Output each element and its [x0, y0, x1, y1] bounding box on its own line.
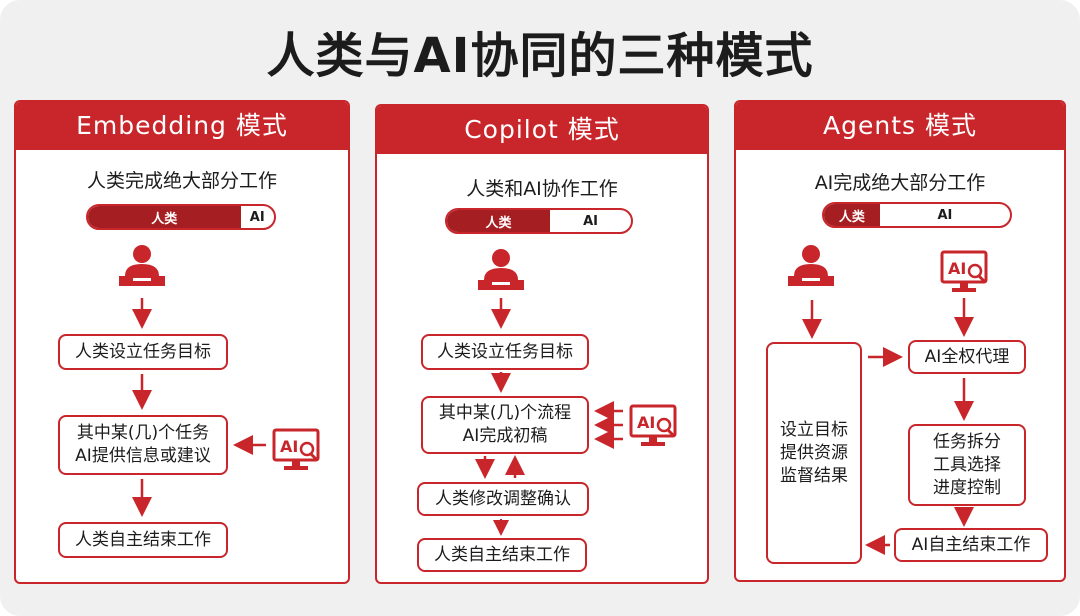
ratio-ai: AI [249, 209, 265, 225]
ratio-ai: AI [583, 213, 598, 229]
flow-arrows [802, 298, 974, 555]
step-human-role: 设立目标 提供资源 监督结果 [766, 342, 862, 564]
step-goal-label: 人类设立任务目标 [75, 341, 211, 362]
ratio-bar: 人类 AI [822, 202, 1012, 228]
page-title: 人类与AI协同的三种模式 [266, 28, 814, 84]
step-goal: 人类设立任务目标 [58, 334, 228, 370]
human-role-line2: 提供资源 [780, 442, 848, 463]
step-middle-line1: 其中某(几)个任务 [76, 423, 210, 443]
ratio-ai: AI [937, 207, 953, 223]
panel-agents: Agents 模式 AI完成绝大部分工作 人类 AI 设立目标 提供资源 监督结… [734, 100, 1066, 582]
step-goal: 人类设立任务目标 [421, 334, 589, 370]
step-end-label: AI自主结束工作 [911, 534, 1031, 555]
panel-subtitle: 人类和AI协作工作 [466, 178, 618, 200]
panel-header: Agents 模式 [736, 102, 1064, 150]
step-review-label: 人类修改调整确认 [435, 488, 571, 509]
step-end-label: 人类自主结束工作 [434, 544, 570, 565]
panel-header: Copilot 模式 [377, 106, 707, 154]
panel-copilot: Copilot 模式 人类和AI协作工作 人类 AI 人类设立任务目标 其中某(… [375, 104, 709, 584]
flow-arrows [132, 298, 266, 517]
human-role-line1: 设立目标 [780, 419, 848, 440]
step-goal-label: 人类设立任务目标 [437, 341, 573, 362]
step-middle-line1: 其中某(几)个流程 [438, 403, 572, 423]
step-middle-line2: AI提供信息或建议 [75, 446, 211, 466]
step-end: 人类自主结束工作 [58, 522, 228, 558]
ai-task-line1: 任务拆分 [933, 431, 1001, 452]
step-end: AI自主结束工作 [894, 528, 1048, 562]
human-role-line3: 监督结果 [780, 465, 848, 486]
step-middle: 其中某(几)个流程 AI完成初稿 [421, 396, 589, 454]
step-middle: 其中某(几)个任务 AI提供信息或建议 [58, 415, 228, 475]
ratio-bar: 人类 AI [86, 204, 276, 230]
ratio-human: 人类 [824, 204, 880, 226]
flow-arrows [475, 298, 623, 536]
panel-subtitle: 人类完成绝大部分工作 [86, 170, 277, 192]
ratio-human: 人类 [88, 206, 241, 228]
ai-task-line2: 工具选择 [933, 454, 1001, 475]
panel-embedding: Embedding 模式 人类完成绝大部分工作 人类 AI 人类设立任务目标 其… [14, 100, 350, 584]
step-end-label: 人类自主结束工作 [75, 529, 211, 550]
step-ai-tasks: 任务拆分 工具选择 进度控制 [908, 424, 1026, 506]
step-ai-proxy: AI全权代理 [908, 340, 1026, 374]
ai-task-line3: 进度控制 [933, 477, 1001, 498]
ratio-human: 人类 [447, 210, 551, 232]
step-end: 人类自主结束工作 [417, 538, 587, 572]
step-middle-line2: AI完成初稿 [462, 426, 548, 446]
panel-subtitle: AI完成绝大部分工作 [814, 172, 986, 194]
ai-proxy-label: AI全权代理 [924, 346, 1010, 367]
ratio-bar: 人类 AI [445, 208, 633, 234]
step-review: 人类修改调整确认 [417, 482, 589, 516]
panel-header: Embedding 模式 [16, 102, 348, 150]
